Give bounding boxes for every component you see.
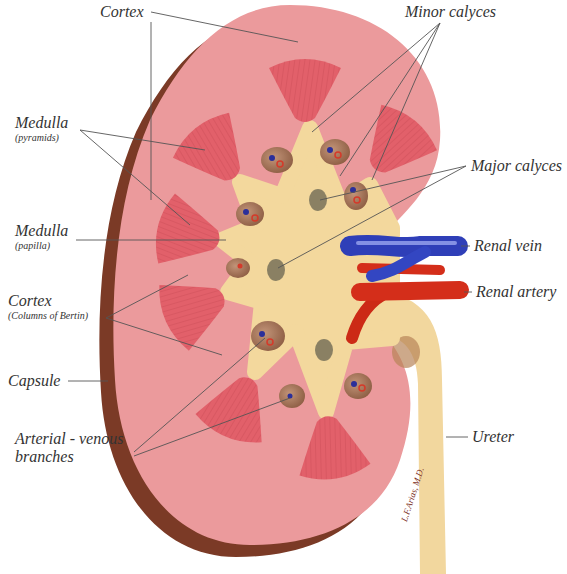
medulla-pyramid: [291, 410, 372, 484]
leader-line: [76, 240, 226, 241]
leader-line: [151, 22, 152, 200]
part-sublabel: (pyramids): [15, 132, 59, 143]
vein-dot: [351, 381, 357, 387]
leader-line: [372, 23, 440, 180]
medulla-pyramid: [269, 59, 341, 122]
medulla-pyramid: [150, 191, 228, 276]
sinus-fat: [279, 384, 305, 408]
part-label: Capsule: [8, 372, 60, 390]
sinus-fat: [320, 139, 350, 165]
artery-dot: [335, 152, 341, 158]
leader-line: [340, 23, 440, 176]
cortex-surface: [113, 5, 440, 545]
leader-line: [134, 398, 290, 456]
leader-line: [461, 246, 470, 247]
calyx-opening: [267, 259, 285, 281]
sinus-fat: [226, 258, 250, 278]
vein-dot: [259, 331, 265, 337]
leader-line: [134, 338, 265, 452]
part-sublabel: (Columns of Bertin): [8, 310, 88, 321]
artery-dot: [359, 385, 365, 391]
part-label: Ureter: [472, 428, 514, 446]
leader-line: [312, 23, 440, 132]
artery-dot: [277, 161, 283, 167]
calyx-opening: [309, 189, 327, 211]
part-label: Arterial - venous branches: [15, 430, 140, 465]
vein-dot: [243, 209, 249, 215]
leader-line: [80, 130, 205, 150]
part-label: Renal artery: [476, 283, 556, 301]
artery-dot: [267, 339, 273, 345]
leader-line: [446, 437, 468, 438]
leader-line: [80, 130, 190, 225]
leader-line: [151, 12, 298, 42]
sinus-fat: [261, 147, 293, 173]
sinus-fat: [344, 373, 372, 399]
part-label: Cortex: [8, 292, 52, 310]
part-label: Major calyces: [471, 157, 562, 175]
leader-line: [106, 318, 222, 355]
artery-dot: [238, 264, 243, 269]
leader-line: [320, 166, 466, 200]
leader-line: [464, 292, 472, 293]
sinus-fat: [344, 182, 368, 210]
vein-branch: [372, 252, 425, 276]
signature: L.F.Arias, M.D.: [400, 466, 427, 523]
part-label: Medulla: [15, 222, 68, 240]
medulla-pyramid: [192, 364, 283, 450]
medulla-pyramid: [151, 263, 238, 354]
vein-dot: [269, 155, 275, 161]
part-label: Renal vein: [474, 237, 542, 255]
vein-highlight: [358, 241, 455, 245]
medulla-pyramid: [347, 98, 443, 192]
part-label: Medulla: [15, 114, 68, 132]
artery-dot: [354, 197, 360, 203]
part-label: Cortex: [100, 3, 144, 21]
part-sublabel: (papilla): [15, 240, 50, 251]
leader-line: [106, 275, 188, 318]
artery-dot: [252, 215, 258, 221]
leader-line: [278, 166, 466, 268]
part-label: Minor calyces: [405, 3, 496, 21]
calyx-opening: [315, 339, 333, 361]
leader-line: [68, 381, 108, 382]
vein-dot: [327, 147, 333, 153]
renal-vein: [350, 245, 458, 247]
medulla-pyramid: [167, 106, 263, 200]
renal-artery: [360, 290, 460, 292]
sinus-fat: [251, 321, 285, 351]
vein-dot: [288, 394, 293, 399]
sinus-fat: [236, 202, 264, 226]
